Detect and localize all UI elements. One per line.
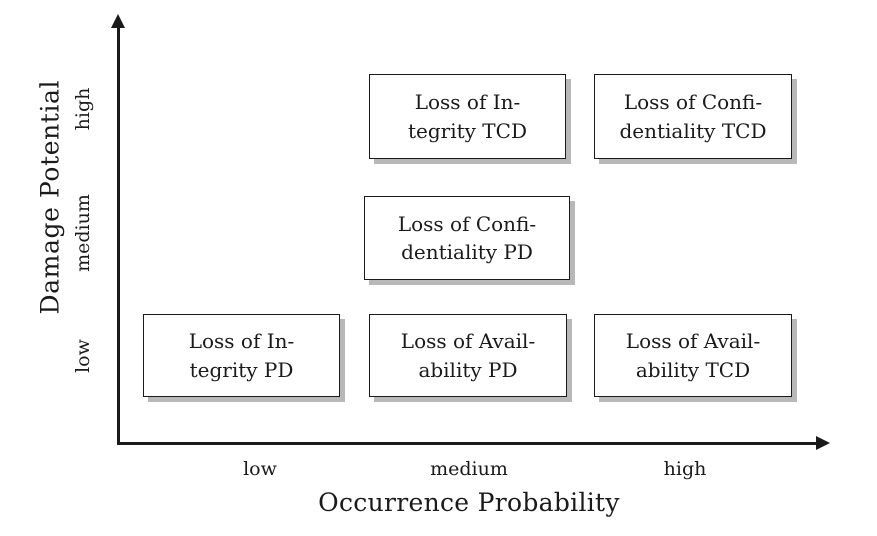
risk-box-integrity-pd[interactable]: Loss of In- tegrity PD <box>143 314 340 397</box>
x-axis-tick-low: low <box>243 458 277 480</box>
risk-box-line-1: Loss of Avail- <box>400 329 536 354</box>
y-axis-tick-high: high <box>72 87 94 131</box>
y-axis-tick-low: low <box>72 339 94 373</box>
risk-box-integrity-tcd[interactable]: Loss of In- tegrity TCD <box>369 74 566 159</box>
risk-box-line-2: dentiality TCD <box>619 118 767 143</box>
risk-box-availability-pd[interactable]: Loss of Avail- ability PD <box>369 314 567 397</box>
risk-box-line-1: Loss of Avail- <box>625 329 761 354</box>
x-axis-arrow-icon <box>816 436 830 450</box>
risk-box-confidentiality-pd[interactable]: Loss of Confi- dentiality PD <box>364 196 570 280</box>
risk-box-line-1: Loss of Confi- <box>397 211 537 236</box>
x-axis-tick-medium: medium <box>430 458 508 480</box>
x-axis-line <box>117 442 819 445</box>
risk-box-confidentiality-tcd[interactable]: Loss of Confi- dentiality TCD <box>594 74 792 159</box>
risk-box-availability-tcd[interactable]: Loss of Avail- ability TCD <box>594 314 792 397</box>
risk-box-line-2: dentiality PD <box>401 240 533 264</box>
risk-box-line-2: ability PD <box>418 357 518 382</box>
x-axis-title: Occurrence Probability <box>318 488 620 517</box>
risk-box-line-1: Loss of In- <box>188 329 295 354</box>
risk-box-line-2: tegrity TCD <box>407 118 527 143</box>
risk-box-line-1: Loss of Confi- <box>623 90 763 115</box>
y-axis-arrow-icon <box>111 14 125 28</box>
risk-box-line-1: Loss of In- <box>414 90 521 115</box>
x-axis-tick-high: high <box>663 458 707 480</box>
y-axis-line <box>117 24 120 445</box>
y-axis-tick-medium: medium <box>72 194 94 272</box>
risk-box-line-2: tegrity PD <box>189 357 294 382</box>
y-axis-title: Damage Potential <box>35 79 65 315</box>
risk-box-line-2: ability TCD <box>635 357 751 382</box>
